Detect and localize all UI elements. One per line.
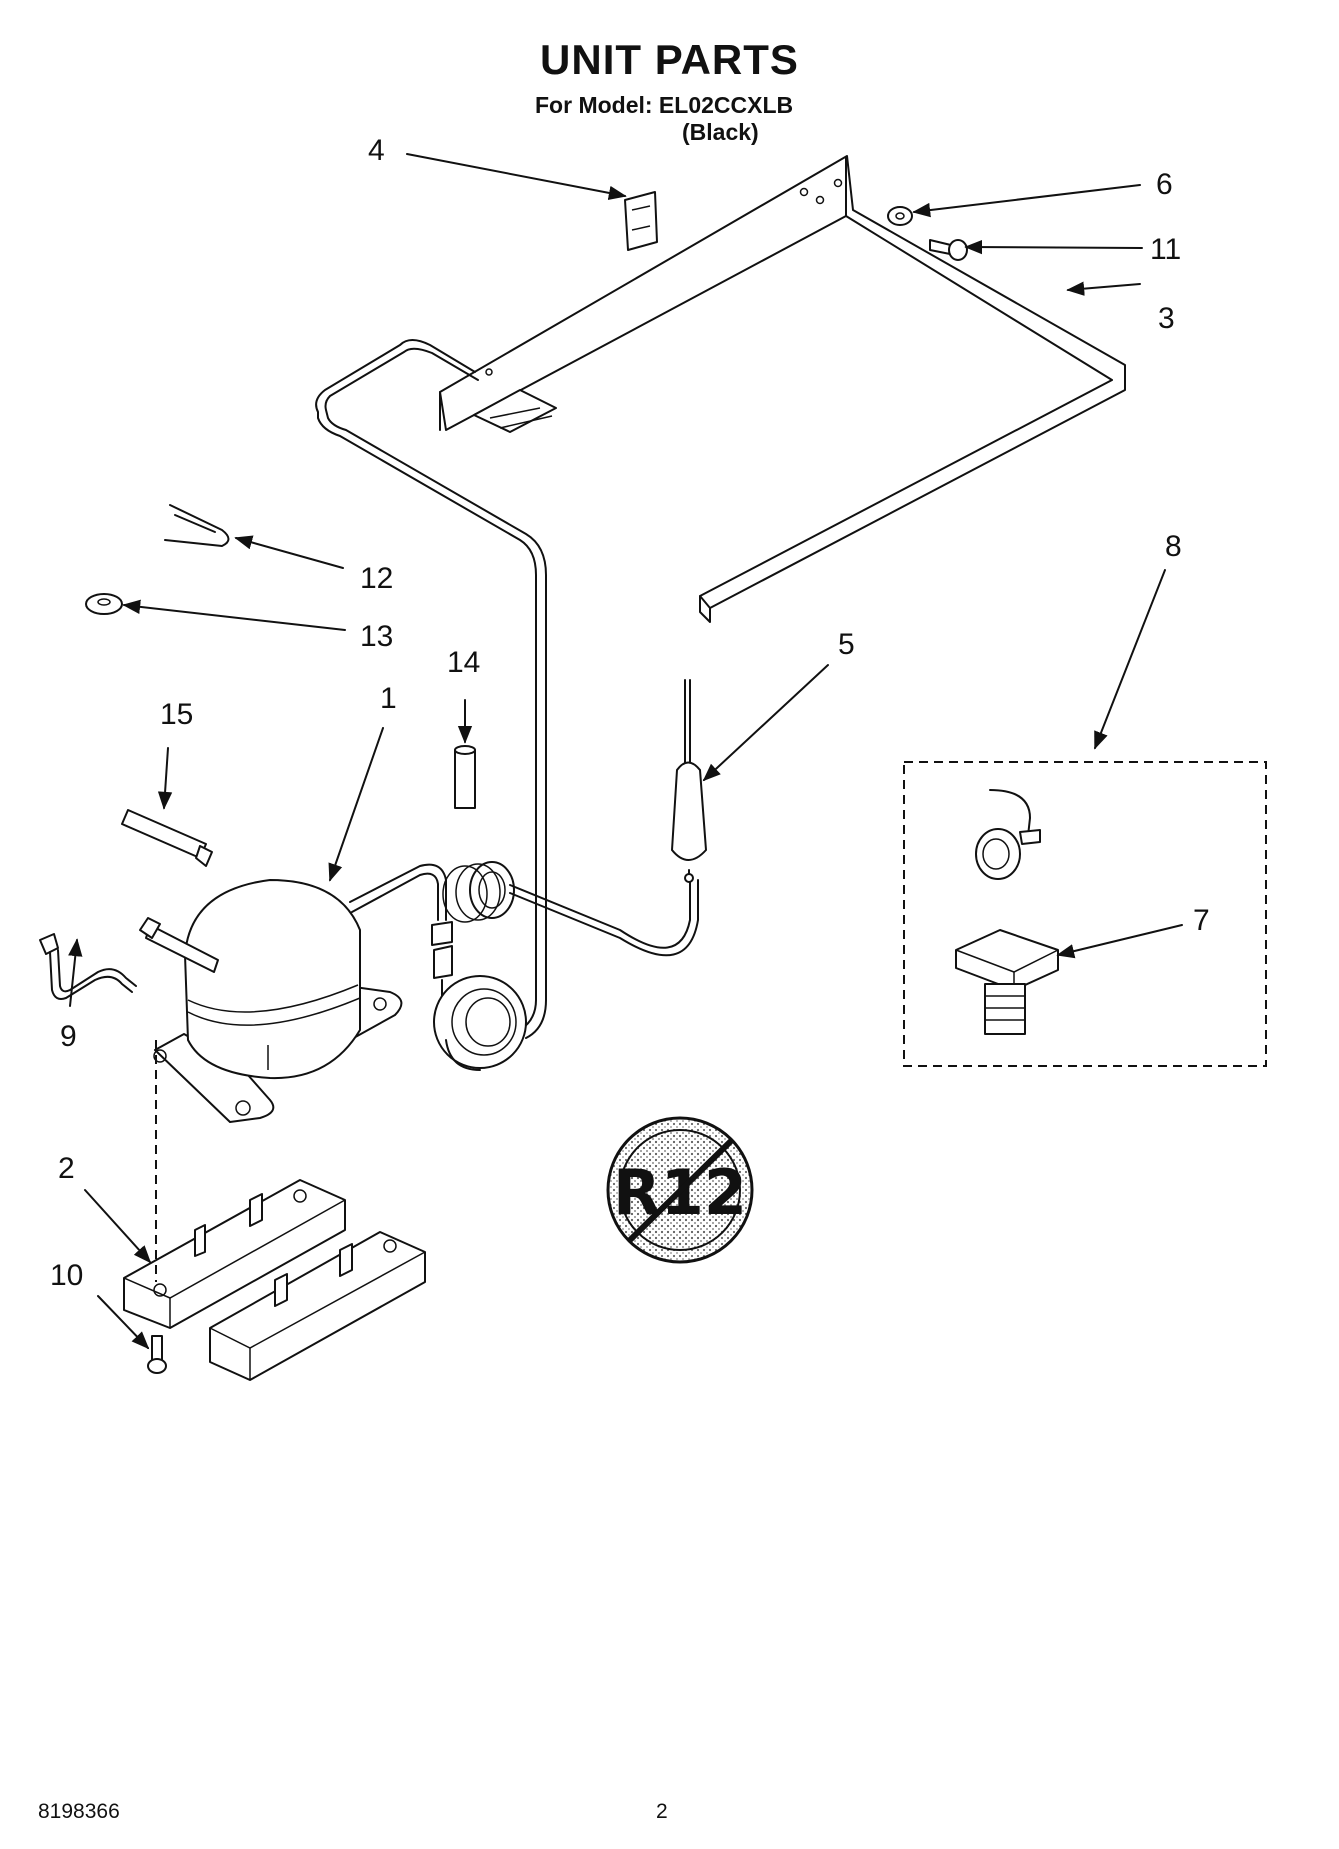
document-number: 8198366: [38, 1800, 120, 1823]
clip-part-4: [624, 191, 658, 251]
callout-14: 14: [447, 646, 480, 679]
compressor-part-1: [139, 879, 403, 1123]
base-bracket-part-2: [123, 1179, 426, 1381]
condenser-tubing: [315, 339, 547, 1039]
callout-13: 13: [360, 620, 393, 653]
leader-lines: [68, 153, 1183, 1350]
screw-part-11: [929, 239, 968, 261]
no-r12-refrigerant-icon: R12: [606, 1116, 754, 1264]
hairpin-clip-part-12: [164, 504, 230, 547]
color-line: (Black): [682, 119, 759, 145]
model-line: For Model: EL02CCXLB: [535, 92, 794, 118]
coil-assembly: [433, 861, 699, 1071]
screw-part-10: [147, 1335, 167, 1374]
callout-6: 6: [1156, 168, 1173, 201]
shelf-plate-part-3: [439, 155, 1126, 623]
page-title: UNIT PARTS: [540, 36, 799, 83]
relay-part-7: [955, 929, 1059, 1035]
callout-1: 1: [380, 682, 397, 715]
drier-part-15: [121, 809, 213, 867]
callout-5: 5: [838, 628, 855, 661]
callout-8: 8: [1165, 530, 1182, 563]
callout-3: 3: [1158, 302, 1175, 335]
callout-12: 12: [360, 562, 393, 595]
process-tube-part-9: [39, 933, 137, 1000]
callout-10: 10: [50, 1259, 83, 1292]
callout-11: 11: [1150, 233, 1181, 266]
discharge-tube: [349, 863, 453, 1001]
tube-part-14: [454, 745, 476, 809]
callout-2: 2: [58, 1152, 75, 1185]
page-number: 2: [656, 1800, 668, 1823]
callout-4: 4: [368, 134, 385, 167]
callout-15: 15: [160, 698, 193, 731]
kit-box-part-8: [903, 761, 1267, 1067]
callout-9: 9: [60, 1020, 77, 1053]
sensor-part-5: [671, 679, 707, 883]
washer-part-6: [887, 206, 913, 226]
sensor-ring-kit: [975, 789, 1041, 880]
callout-7: 7: [1193, 904, 1210, 937]
grommet-part-13: [85, 593, 123, 615]
